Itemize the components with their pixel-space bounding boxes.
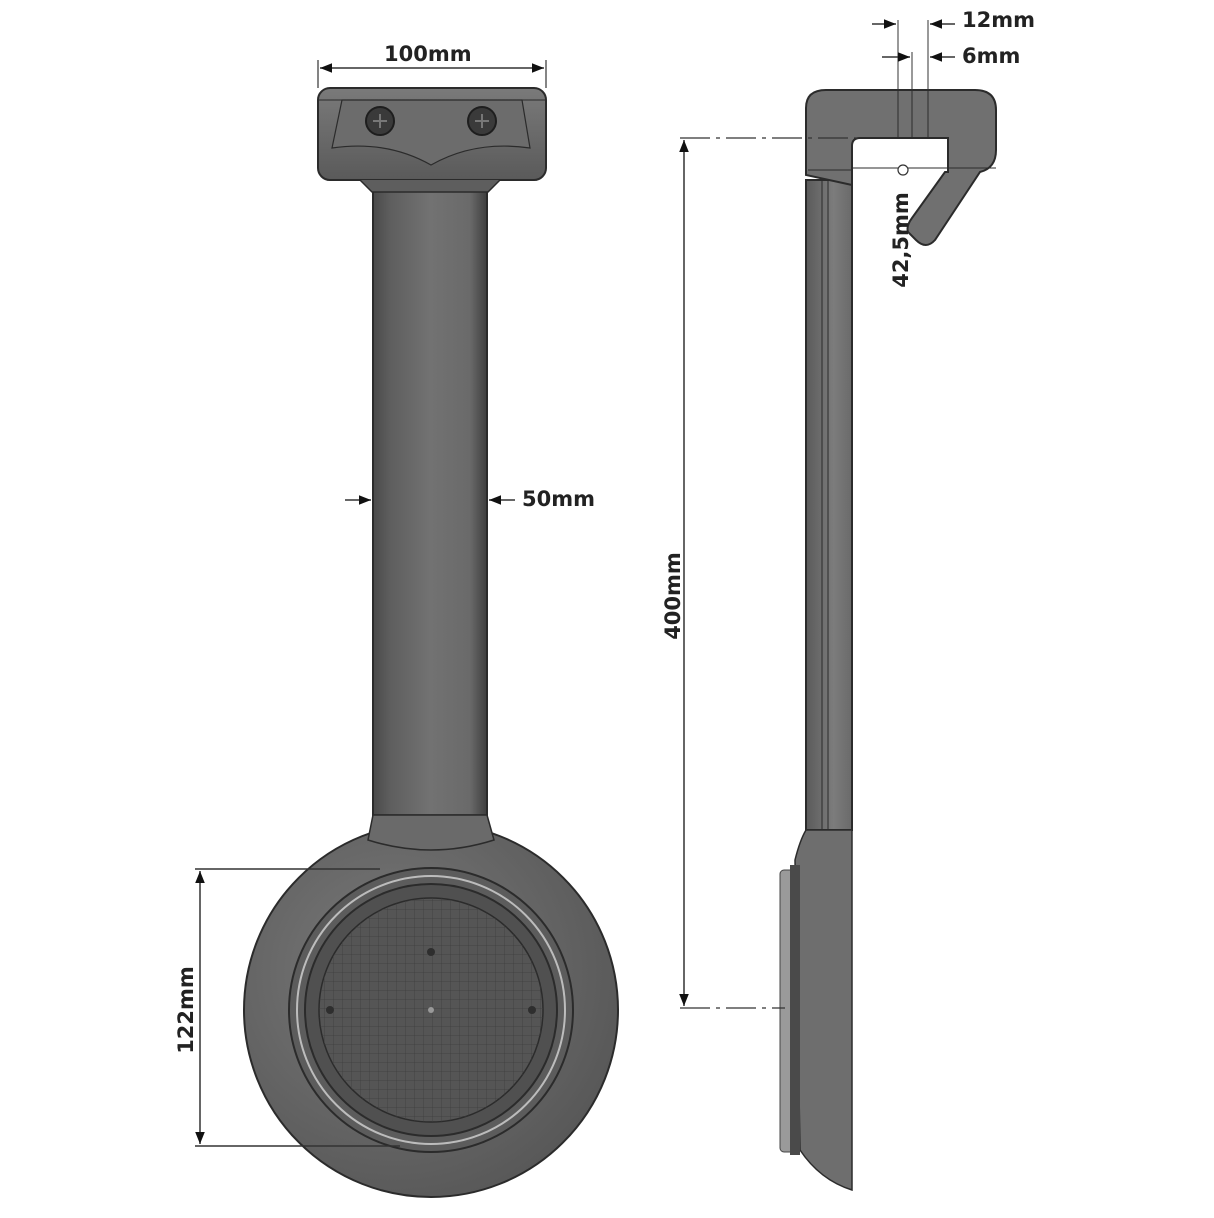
dimension-total-height <box>679 137 860 1009</box>
side-arm <box>805 179 853 831</box>
front-view <box>195 60 619 1198</box>
arm <box>372 184 488 836</box>
label-hook-inner: 6mm <box>962 44 1021 68</box>
disc-head <box>243 814 619 1198</box>
dimension-mount-width <box>317 60 547 88</box>
label-mount-width: 100mm <box>384 42 472 66</box>
label-total-height: 400mm <box>660 552 685 640</box>
label-arm-width: 50mm <box>522 487 595 511</box>
label-disc-diameter: 122mm <box>173 966 198 1054</box>
label-hook-outer: 12mm <box>962 8 1035 32</box>
screw-icon <box>467 106 497 136</box>
wall-mount-plate <box>317 87 547 193</box>
hook <box>805 89 997 246</box>
dimension-hook-thickness <box>872 19 955 90</box>
label-hook-gap: 42,5mm <box>888 192 913 288</box>
dimension-disc-diameter <box>195 868 400 1147</box>
screw-icon <box>365 106 395 136</box>
side-disc-head <box>794 829 853 1192</box>
side-view <box>679 19 997 1192</box>
